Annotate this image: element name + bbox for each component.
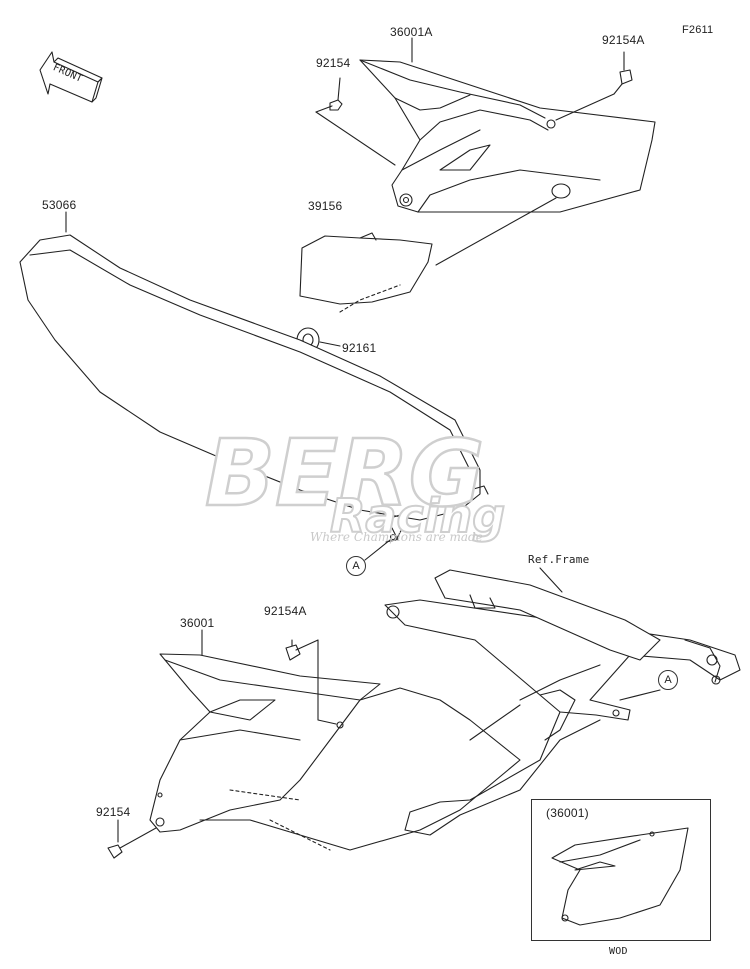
- side-cover-lower: [149, 629, 521, 851]
- label-cover-lower[interactable]: 36001: [180, 616, 215, 630]
- inset-box: (36001): [531, 799, 711, 941]
- watermark-logo: BERG Racing: [204, 419, 506, 544]
- label-bolt-upper-left[interactable]: 92154: [316, 56, 351, 70]
- rear-frame: [384, 567, 741, 836]
- inset-title: (36001): [546, 806, 589, 820]
- sticker-plate: [299, 232, 433, 313]
- label-bolt-upper-right[interactable]: 92154A: [602, 33, 645, 47]
- inset-caption: WOD: [609, 946, 628, 957]
- watermark-word2: Racing: [330, 489, 505, 543]
- ref-marker-frame: A: [658, 670, 678, 690]
- watermark-tagline: Where Champions are made: [310, 530, 483, 544]
- figure-code: F2611: [682, 24, 714, 36]
- bolt-upper-right-icon: [613, 69, 633, 95]
- label-seat[interactable]: 53066: [42, 198, 77, 212]
- seat: [19, 211, 489, 561]
- watermark-word1: BERG: [205, 420, 484, 527]
- label-sticker[interactable]: 39156: [308, 199, 343, 213]
- inset-cover: [551, 827, 689, 926]
- label-cover-upper[interactable]: 36001A: [390, 25, 433, 39]
- label-frame-ref: Ref.Frame: [528, 553, 590, 566]
- label-bolt-lower-bottom[interactable]: 92154: [96, 805, 131, 819]
- ref-marker-seat: A: [346, 556, 366, 576]
- bolt-lower-top-icon: [285, 639, 301, 661]
- bolt-upper-left-icon: [329, 99, 343, 111]
- bolt-lower-bottom-icon: [107, 844, 123, 859]
- label-grommet[interactable]: 92161: [342, 341, 377, 355]
- side-cover-upper: [359, 59, 656, 213]
- front-arrow-icon: [39, 51, 103, 103]
- label-bolt-lower-top[interactable]: 92154A: [264, 604, 307, 618]
